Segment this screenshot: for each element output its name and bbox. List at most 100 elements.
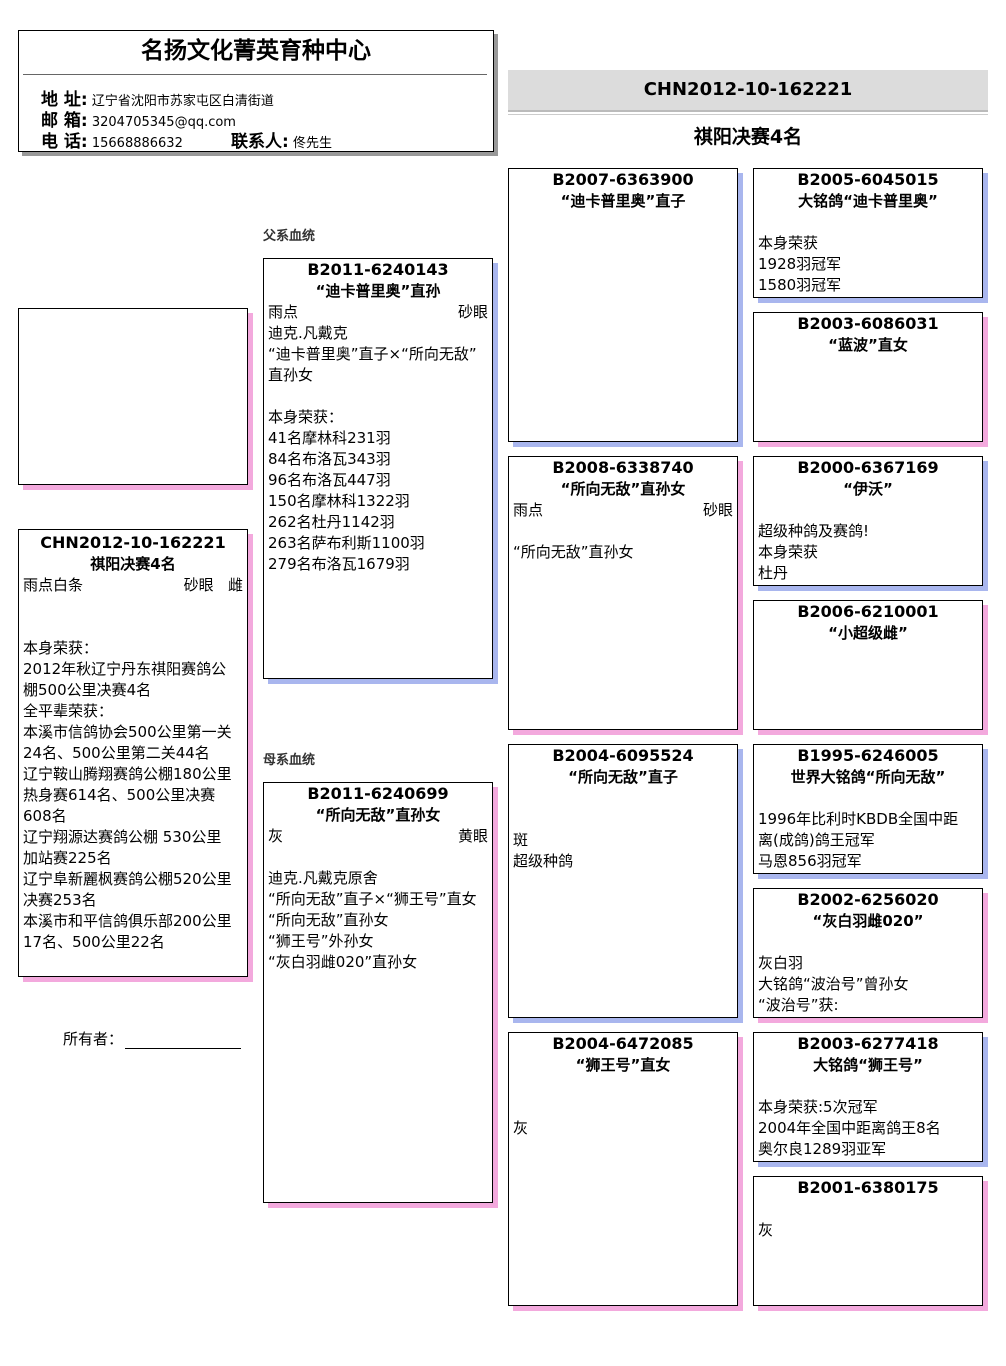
gp4-notes: 灰 — [509, 1076, 737, 1139]
gp2-ring: B2008-6338740 — [552, 458, 694, 477]
note-line: 热身赛614名、500公里决赛 — [23, 786, 216, 804]
ggp7-notes: 本身荣获:5次冠军 2004年全国中距离鸽王8名奥尔良1289羽亚军 — [754, 1076, 982, 1160]
ggp2-ring: B2003-6086031 — [797, 314, 939, 333]
note-line: 辽宁阜新麗枫赛鸽公棚520公里 — [23, 870, 232, 888]
note-line — [754, 212, 982, 233]
email-value: 3204705345@qq.com — [91, 115, 236, 130]
subject-sex: 雌 — [227, 576, 243, 594]
sire-notes: 迪克.凡戴克“迪卡普里奥”直子×“所向无敌”直孙女本身荣获：41名摩林科231羽… — [264, 323, 492, 575]
address-value: 辽宁省沈阳市苏家屯区白清街道 — [91, 94, 274, 109]
ggp-card-3: B2000-6367169 “伊沃” 超级种鸽及赛鸽!本身荣获杜丹 — [753, 456, 983, 586]
subject-traits: 雨点白条 砂眼 雌 — [19, 575, 247, 596]
owner-field[interactable]: 所有者： — [63, 1028, 242, 1049]
note-line: “所向无敌”直子×“狮王号”直女 — [268, 890, 477, 908]
gp1-title: “迪卡普里奥”直子 — [560, 192, 686, 210]
note-line: 1996年比利时KBDB全国中距 — [758, 810, 959, 828]
note-line: 本身荣获:5次冠军 — [758, 1098, 878, 1116]
ggp6-notes: 灰白羽大铭鸽“波治号”曾孙女“波治号”获: — [754, 932, 982, 1016]
ggp-card-2: B2003-6086031 “蓝波”直女 — [753, 312, 983, 442]
note-line: 1928羽冠军 — [758, 255, 842, 273]
phone-row: 电 话: 15668886632 — [41, 127, 183, 152]
ggp7-ring: B2003-6277418 — [797, 1034, 939, 1053]
ggp3-notes: 超级种鸽及赛鸽!本身荣获杜丹 — [754, 500, 982, 584]
note-line: 加站赛225名 — [23, 849, 112, 867]
ggp1-ring: B2005-6045015 — [797, 170, 939, 189]
owner-line — [125, 1032, 242, 1049]
note-line: “所向无敌”直孙女 — [513, 543, 634, 561]
note-line: 本溪市信鸽协会500公里第一关 — [23, 723, 232, 741]
dam-ring: B2011-6240699 — [307, 784, 449, 803]
note-line: 本身荣获 — [758, 543, 819, 561]
note-line: 262名杜丹1142羽 — [268, 513, 395, 531]
note-line — [754, 932, 982, 953]
grandsire-paternal-card: B2007-6363900 “迪卡普里奥”直子 — [508, 168, 738, 442]
ggp-card-6: B2002-6256020 “灰白羽雌020” 灰白羽大铭鸽“波治号”曾孙女“波… — [753, 888, 983, 1018]
ggp-card-1: B2005-6045015 大铭鸽“迪卡普里奥” 本身荣获 1928羽冠军 1580… — [753, 168, 983, 298]
granddam-paternal-card: B2008-6338740 “所向无敌”直孙女 雨点 砂眼 “所向无敌”直孙女 — [508, 456, 738, 730]
sire-title: “迪卡普里奥”直孙 — [315, 282, 441, 300]
dam-title: “所向无敌”直孙女 — [315, 806, 441, 824]
note-line — [264, 847, 492, 868]
note-line: “灰白羽雌020”直孙女 — [268, 953, 418, 971]
note-line: 608名 — [23, 807, 67, 825]
note-line: 24名、500公里第二关44名 — [23, 744, 210, 762]
ggp-card-4: B2006-6210001 “小超级雌” — [753, 600, 983, 730]
ggp5-ring: B1995-6246005 — [797, 746, 939, 765]
header-divider — [23, 74, 487, 75]
top-title: 祺阳决赛4名 — [693, 126, 803, 148]
ggp-card-5: B1995-6246005 世界大铭鸽“所向无敌” 1996年比利时KBDB全国… — [753, 744, 983, 874]
note-line: 全平辈荣获： — [23, 702, 114, 720]
photo-box — [18, 308, 248, 485]
note-line: 灰 — [513, 1119, 529, 1137]
sire-ring: B2011-6240143 — [307, 260, 449, 279]
note-line: 超级种鸽 — [513, 852, 574, 870]
ggp2-title: “蓝波”直女 — [828, 336, 908, 354]
sire-line-label: 父系血统 — [263, 229, 316, 244]
gp1-ring: B2007-6363900 — [552, 170, 694, 189]
note-line — [754, 1199, 982, 1220]
ggp6-ring: B2002-6256020 — [797, 890, 939, 909]
note-line: 离(成鸽)鸽王冠军 — [758, 831, 875, 849]
note-line: 2012年秋辽宁丹东祺阳赛鸽公 — [23, 660, 227, 678]
dam-card: B2011-6240699 “所向无敌”直孙女 灰 黄眼 迪克.凡戴克原舍 “所向… — [263, 782, 493, 1203]
ggp3-ring: B2000-6367169 — [797, 458, 939, 477]
dam-notes: 迪克.凡戴克原舍 “所向无敌”直子×“狮王号”直女 “所向无敌”直孙女 “狮王号”外孙… — [264, 847, 492, 973]
note-line: 棚500公里决赛4名 — [23, 681, 152, 699]
granddam-maternal-card: B2004-6472085 “狮王号”直女 灰 — [508, 1032, 738, 1306]
subject-notes: 本身荣获：2012年秋辽宁丹东祺阳赛鸽公棚500公里决赛4名全平辈荣获：本溪市信… — [19, 638, 247, 953]
note-line: 决赛253名 — [23, 891, 97, 909]
phone-value: 15668886632 — [91, 136, 183, 151]
note-line: 17名、500公里22名 — [23, 933, 165, 951]
owner-label: 所有者： — [63, 1030, 124, 1048]
ggp1-title: 大铭鸽“迪卡普里奥” — [798, 192, 938, 210]
gp2-notes: “所向无敌”直孙女 — [509, 521, 737, 563]
note-line: 84名布洛瓦343羽 — [268, 450, 391, 468]
ggp6-title: “灰白羽雌020” — [812, 912, 924, 930]
note-line: 灰白羽 — [758, 954, 804, 972]
dam-color: 灰 — [268, 827, 284, 845]
note-line: 本溪市和平信鸽俱乐部200公里 — [23, 912, 232, 930]
note-line: 辽宁翔源达赛鸽公棚 530公里 — [23, 828, 222, 846]
dam-eye: 黄眼 — [457, 827, 488, 845]
ggp8-ring: B2001-6380175 — [797, 1178, 939, 1197]
note-line — [509, 788, 737, 809]
gp2-title: “所向无敌”直孙女 — [560, 480, 686, 498]
note-line — [264, 386, 492, 407]
note-line: 1580羽冠军 — [758, 276, 842, 294]
subject-title: 祺阳决赛4名 — [90, 555, 176, 573]
note-line: 马恩856羽冠军 — [758, 852, 862, 870]
note-line: “所向无敌”直孙女 — [268, 911, 389, 929]
note-line: “狮王号”外孙女 — [268, 932, 374, 950]
note-line: 96名布洛瓦447羽 — [268, 471, 391, 489]
top-banner-rule — [508, 114, 988, 115]
gp3-title: “所向无敌”直子 — [568, 768, 678, 786]
dam-traits: 灰 黄眼 — [264, 826, 492, 847]
note-line: 迪克.凡戴克原舍 — [268, 869, 378, 887]
note-line: 奥尔良1289羽亚军 — [758, 1140, 887, 1158]
note-line: 本身荣获 — [758, 234, 819, 252]
sire-color: 雨点 — [268, 303, 299, 321]
top-ring: CHN2012-10-162221 — [643, 79, 853, 100]
address-row: 地 址: 辽宁省沈阳市苏家屯区白清街道 — [41, 85, 274, 110]
note-line: 2004年全国中距离鸽王8名 — [758, 1119, 941, 1137]
